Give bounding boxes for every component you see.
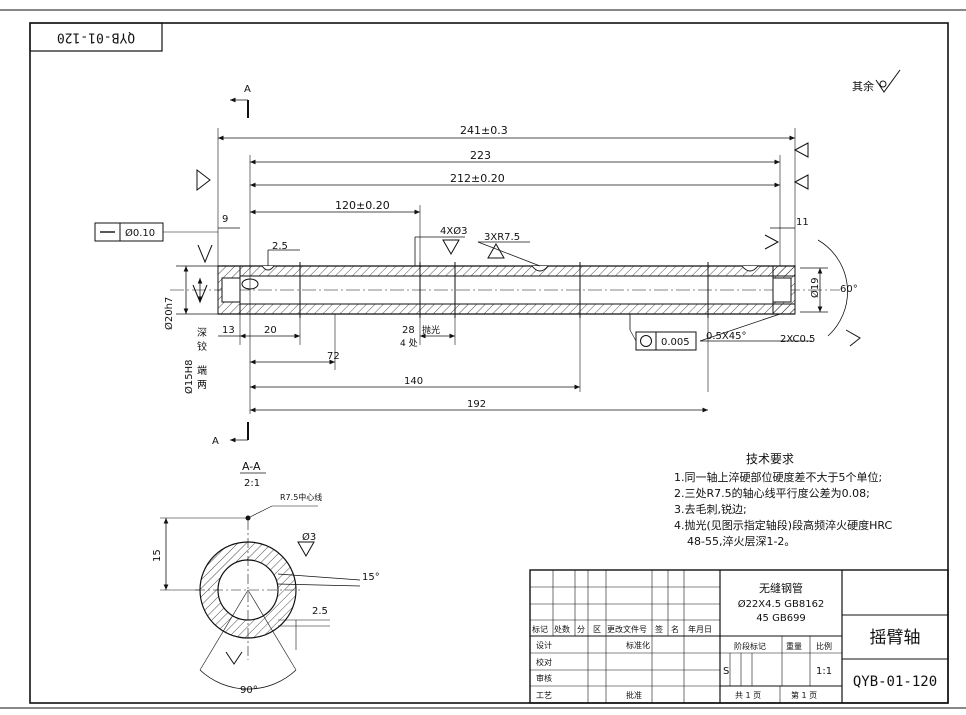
dim-192: 192 [467,399,486,410]
rev-h-zone: 区 [593,625,601,634]
tech-item-2: 2.三处R7.5的轴心线平行度公差为0.08; [674,486,870,500]
dim-13: 13 [222,325,235,336]
dim-3xr: 3XR7.5 [484,232,520,243]
drawing-number: QYB-01-120 [853,674,937,690]
title-block-texts: 标记 处数 分 区 更改文件号 签 名 年月日 设计 校对 审核 工艺 标准化 … [532,581,937,700]
note-ends: 端 [197,364,207,377]
stage-s: S [723,666,729,677]
dimension-lines [176,135,848,413]
drawing-border [29,22,949,704]
material-line-1: 无缝钢管 [759,581,803,595]
roundness-value: 0.005 [661,337,690,348]
sheet-no: 第 1 页 [791,690,817,700]
angle-60: 60° [840,284,858,295]
rev-h-name: 名 [671,624,679,634]
weight-label: 重量 [786,641,802,651]
section-title: A-A [242,460,261,473]
rev-h-date: 年月日 [688,624,712,634]
tech-item-5: 48-55,淬火层深1-2。 [687,534,795,548]
scale-label: 比例 [816,641,832,651]
dim-2-5: 2.5 [272,241,288,252]
dim-28: 28 [402,325,415,336]
approve-label: 批准 [626,690,642,700]
rotated-number-box: QYB-01-120 [29,22,163,52]
material-line-2: Ø22X4.5 GB8162 [738,598,825,610]
row-check: 校对 [536,657,552,667]
roundness-frame: 0.005 [629,329,697,351]
section-15deg: 15° [362,572,380,583]
four-places: 4 处 [400,337,418,349]
section-scale: 2:1 [244,478,260,489]
roughness-symbols [192,142,861,347]
section-dim-15: 15 [152,549,163,562]
chamfer2-label: 2XC0.5 [780,334,815,345]
dia-15: Ø15H8 [183,360,195,394]
dim-20: 20 [264,325,277,336]
tech-item-1: 1.同一轴上淬硬部位硬度差不大于5个单位; [674,470,882,484]
dim-120: 120±0.20 [335,199,390,212]
section-aa-view: A-A 2:1 R7.5中心线 15 15° Ø3 2.5 90° [152,460,380,696]
dia-20: Ø20h7 [163,297,175,330]
tech-requirements: 技术要求 1.同一轴上淬硬部位硬度差不大于5个单位; 2.三处R7.5的轴心线平… [674,452,892,548]
rev-h-sign: 签 [655,624,663,634]
dim-11: 11 [796,217,809,228]
note-both: 两 [197,380,207,391]
row-review: 审核 [536,673,552,683]
dim-140: 140 [404,376,423,387]
title-block [529,569,949,704]
standardize-label: 标准化 [626,640,650,650]
chamfer-label: 0.5X45° [706,331,746,342]
row-process: 工艺 [536,691,552,700]
section-mark-top: A [244,84,251,95]
tech-heading: 技术要求 [746,452,794,466]
dia-19: Ø19 [809,277,821,298]
tech-item-3: 3.去毛刺,锐边; [674,502,747,516]
scale-value: 1:1 [816,666,832,677]
section-2-5: 2.5 [312,606,328,617]
rotated-drawing-number: QYB-01-120 [57,30,135,45]
dim-72: 72 [327,351,340,362]
dim-212: 212±0.20 [450,172,505,185]
dim-223: 223 [470,149,491,162]
dim-241: 241±0.3 [460,124,508,137]
extension-lines [217,128,796,414]
dim-4x3: 4XØ3 [440,225,467,237]
dimension-texts: 241±0.3 223 212±0.20 120±0.20 9 2.5 4XØ3… [163,124,858,410]
row-design: 设计 [536,640,552,650]
sheet-total: 共 1 页 [735,691,761,700]
rev-h-docno: 更改文件号 [607,624,647,634]
note-ream: 铰 [197,340,207,353]
surface-note-text: 其余 [852,79,874,93]
rev-h-div: 分 [577,625,585,634]
dim-9: 9 [222,214,228,225]
section-dia3: Ø3 [302,531,316,543]
note-deep: 深 [197,327,207,339]
part-name: 摇臂轴 [870,628,921,648]
stage-mark-label: 阶段标记 [734,641,766,651]
section-90deg: 90° [240,685,258,696]
surface-finish-note: 其余 [852,69,901,93]
straightness-value: Ø0.10 [125,227,155,239]
shaft-main-view [170,262,840,318]
r75-centerline-label: R7.5中心线 [280,492,322,502]
polish-label: 抛光 [422,324,440,336]
section-mark-bottom: A [212,436,219,447]
section-markers [230,97,249,443]
material-line-3: 45 GB699 [756,613,806,624]
straightness-frame: Ø0.10 [94,222,218,242]
tech-item-4: 4.抛光(见图示指定轴段)段高频淬火硬度HRC [674,518,892,532]
rev-h-mark: 标记 [532,624,548,634]
rev-h-count: 处数 [554,624,570,634]
